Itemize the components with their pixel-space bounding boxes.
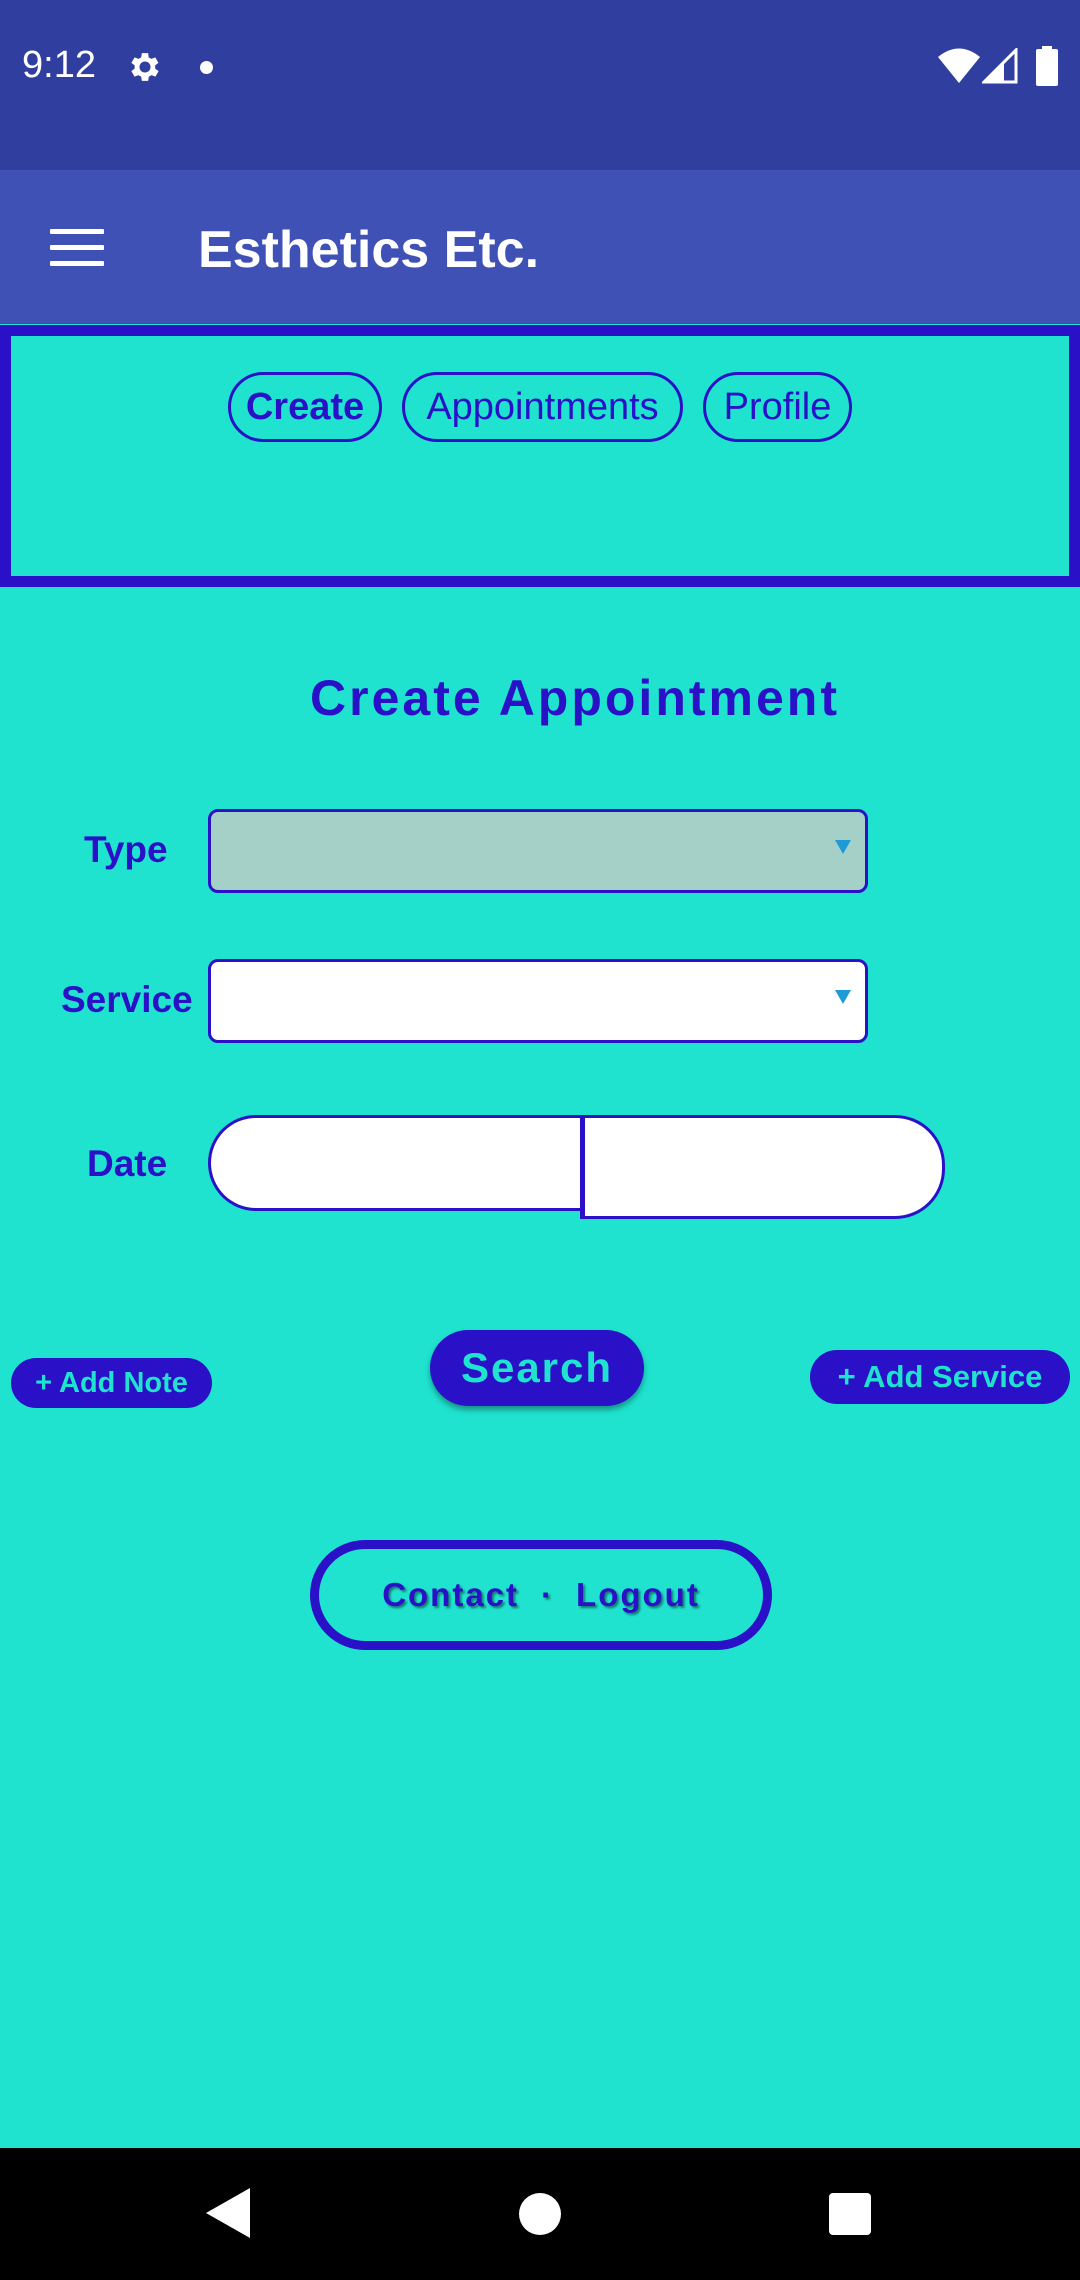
service-select[interactable] (208, 959, 868, 1043)
tab-panel (0, 325, 1080, 587)
dropdown-arrow-icon (835, 840, 851, 854)
signal-icon (982, 48, 1018, 84)
date-input[interactable] (208, 1115, 584, 1211)
tab-create[interactable]: Create (228, 372, 382, 442)
footer-separator: · (541, 1576, 555, 1613)
tab-appointments[interactable]: Appointments (402, 372, 683, 442)
logout-link[interactable]: Logout (576, 1576, 700, 1613)
tab-profile[interactable]: Profile (703, 372, 852, 442)
status-time: 9:12 (22, 44, 96, 86)
add-note-button[interactable]: + Add Note (11, 1358, 212, 1408)
footer-links: Contact · Logout (310, 1570, 772, 1620)
add-service-button[interactable]: + Add Service (810, 1350, 1070, 1404)
home-icon[interactable] (519, 2193, 561, 2235)
service-label: Service (61, 979, 193, 1020)
back-icon[interactable] (206, 2188, 250, 2238)
battery-icon (1036, 46, 1058, 86)
status-bar: 9:12 (0, 0, 1080, 170)
recents-icon[interactable] (829, 2193, 871, 2235)
time-input[interactable] (584, 1115, 945, 1219)
search-button[interactable]: Search (430, 1330, 644, 1406)
app-title: Esthetics Etc. (198, 221, 540, 279)
type-label: Type (84, 829, 168, 870)
hamburger-menu-icon[interactable] (50, 229, 104, 266)
footer-links-pill (310, 1540, 772, 1650)
gear-icon (131, 53, 159, 81)
wifi-icon (938, 48, 980, 83)
type-select[interactable] (208, 809, 868, 893)
dropdown-arrow-icon (835, 990, 851, 1004)
app-bar (0, 170, 1080, 324)
notification-dot-icon (200, 61, 213, 74)
date-label: Date (87, 1143, 168, 1184)
page-title: Create Appointment (310, 670, 840, 726)
date-divider (580, 1115, 585, 1219)
contact-link[interactable]: Contact (382, 1576, 520, 1613)
